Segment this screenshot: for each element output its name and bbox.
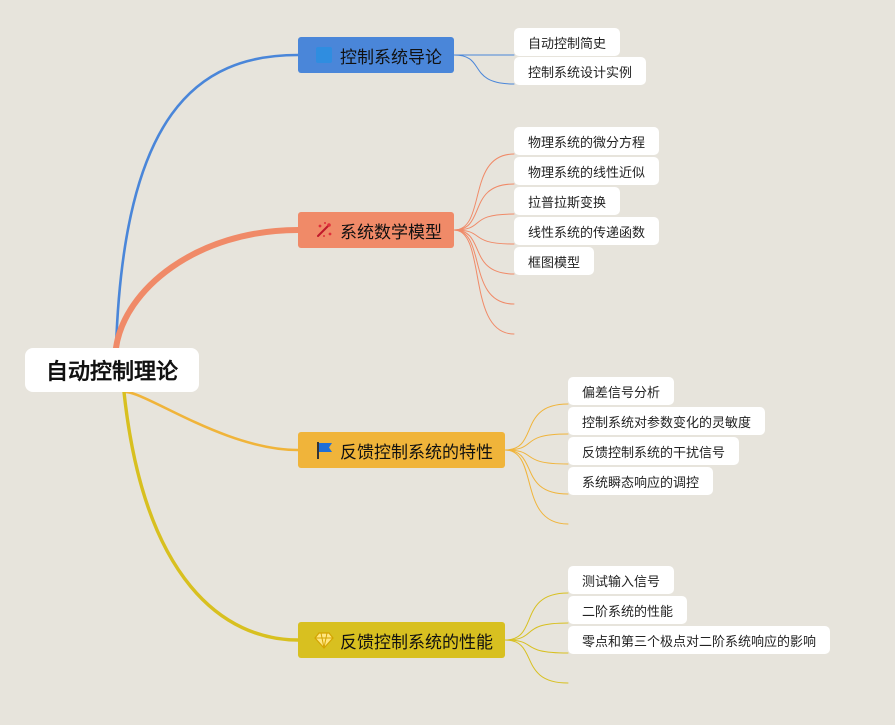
leaf-label: 零点和第三个极点对二阶系统响应的影响 — [582, 634, 817, 650]
leaf-label: 拉普拉斯变换 — [528, 195, 607, 211]
leaf-label: 测试输入信号 — [582, 574, 661, 590]
flag-icon — [314, 440, 334, 460]
leaf-connector — [453, 229, 515, 305]
leaf-connector — [453, 229, 515, 275]
leaf-connector — [504, 433, 569, 451]
leaf-node[interactable]: 控制系统设计实例 — [514, 57, 647, 85]
leaf-connector — [453, 153, 515, 231]
root-label: 自动控制理论 — [45, 360, 178, 385]
leaf-node[interactable]: 线性系统的传递函数 — [514, 217, 660, 245]
leaf-connector — [504, 449, 569, 465]
leaf-connector — [504, 592, 569, 641]
leaf-label: 控制系统设计实例 — [528, 65, 633, 81]
leaf-connector — [453, 54, 515, 85]
leaf-node[interactable]: 框图模型 — [514, 247, 595, 275]
blue-square-icon — [314, 45, 334, 65]
leaf-label: 自动控制简史 — [528, 36, 607, 52]
leaf-connector — [504, 403, 569, 451]
leaf-node[interactable]: 控制系统对参数变化的灵敏度 — [568, 407, 766, 435]
leaf-node[interactable]: 二阶系统的性能 — [568, 596, 688, 624]
leaf-label: 框图模型 — [528, 255, 581, 271]
leaf-label: 系统瞬态响应的调控 — [582, 475, 700, 491]
leaf-connector — [504, 622, 569, 641]
branch-connector — [122, 390, 300, 642]
leaf-connector — [504, 449, 569, 525]
leaf-connector — [453, 183, 515, 231]
leaf-node[interactable]: 物理系统的微分方程 — [514, 127, 660, 155]
branch-connector — [114, 53, 300, 350]
branch-label: 控制系统导论 — [340, 47, 442, 68]
leaf-connector — [453, 213, 515, 231]
diamond-icon — [314, 630, 334, 650]
root-node[interactable]: 自动控制理论 — [25, 348, 199, 392]
leaf-label: 偏差信号分析 — [582, 385, 661, 401]
leaf-connector — [504, 449, 569, 495]
leaf-node[interactable]: 偏差信号分析 — [568, 377, 675, 405]
branch-node-math-model[interactable]: 系统数学模型 — [298, 212, 454, 248]
leaf-node[interactable]: 物理系统的线性近似 — [514, 157, 660, 185]
leaf-node[interactable]: 反馈控制系统的干扰信号 — [568, 437, 740, 465]
branch-label: 系统数学模型 — [340, 222, 442, 243]
branch-node-feedback-performance[interactable]: 反馈控制系统的性能 — [298, 622, 505, 658]
branch-label: 反馈控制系统的性能 — [340, 632, 493, 653]
leaf-label: 控制系统对参数变化的灵敏度 — [582, 415, 752, 431]
leaf-node[interactable]: 系统瞬态响应的调控 — [568, 467, 714, 495]
branch-label: 反馈控制系统的特性 — [340, 442, 493, 463]
branch-connector — [122, 390, 300, 452]
leaf-label: 物理系统的线性近似 — [528, 165, 646, 181]
leaf-label: 物理系统的微分方程 — [528, 135, 646, 151]
leaf-node[interactable]: 自动控制简史 — [514, 28, 621, 56]
leaf-connector — [453, 229, 515, 335]
leaf-node[interactable]: 拉普拉斯变换 — [514, 187, 621, 215]
leaf-connector — [453, 229, 515, 245]
branch-node-intro[interactable]: 控制系统导论 — [298, 37, 454, 73]
leaf-node[interactable]: 测试输入信号 — [568, 566, 675, 594]
leaf-connector — [504, 639, 569, 654]
leaf-label: 线性系统的传递函数 — [528, 225, 646, 241]
branch-node-feedback-characteristics[interactable]: 反馈控制系统的特性 — [298, 432, 505, 468]
leaf-connector — [504, 639, 569, 684]
leaf-label: 二阶系统的性能 — [582, 604, 674, 620]
sparkle-icon — [314, 220, 334, 240]
branch-connector — [113, 227, 301, 351]
leaf-node[interactable]: 零点和第三个极点对二阶系统响应的影响 — [568, 626, 831, 654]
leaf-label: 反馈控制系统的干扰信号 — [582, 445, 726, 461]
